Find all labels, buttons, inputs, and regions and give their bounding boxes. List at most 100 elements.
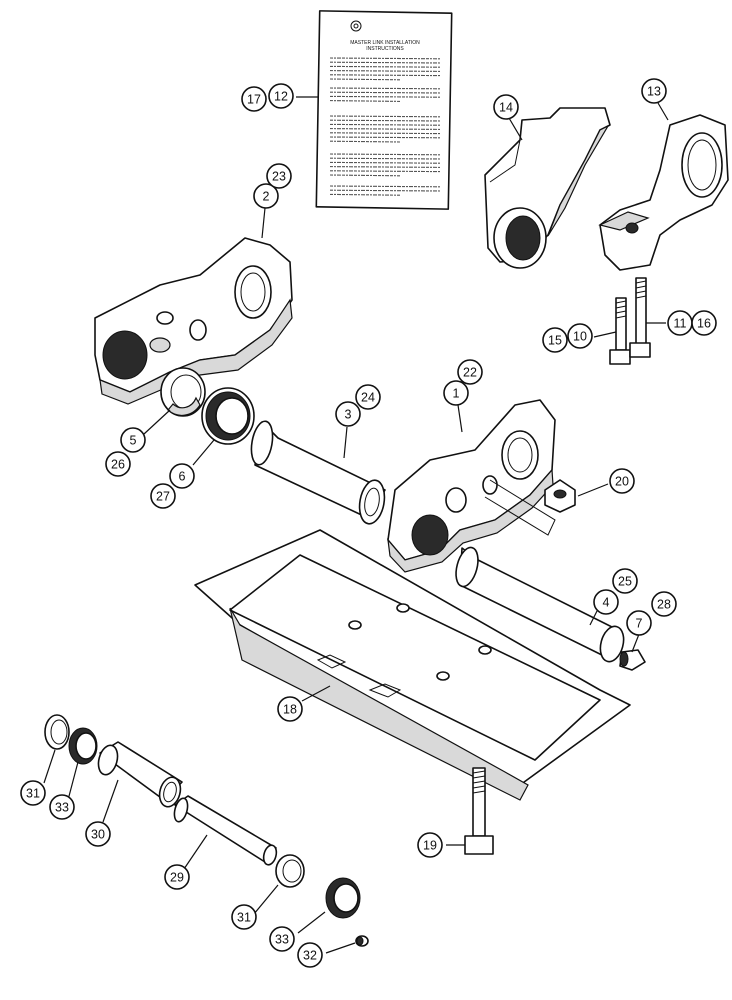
fine-print-line xyxy=(329,170,441,173)
callout-number: 33 xyxy=(275,933,289,947)
fine-print-line xyxy=(329,70,441,72)
part-31-seal-upper xyxy=(44,714,70,750)
callout-circle xyxy=(20,780,46,806)
card-title-line1: MASTER LINK INSTALLATION xyxy=(350,40,420,46)
fine-print-line xyxy=(329,193,401,196)
callout-circle xyxy=(105,451,131,477)
callout-circle xyxy=(641,78,667,104)
callout-circle xyxy=(417,832,443,858)
callout-19: 19 xyxy=(417,832,443,858)
callout-number: 31 xyxy=(26,787,40,801)
callout-number: 27 xyxy=(156,490,170,504)
callout-circle xyxy=(297,942,323,968)
callout-32: 32 xyxy=(297,942,323,968)
callout-number: 29 xyxy=(170,871,184,885)
callout-33: 33 xyxy=(49,794,75,820)
callout-3: 3 xyxy=(335,401,361,427)
callout-circle xyxy=(266,163,292,189)
callout-24: 24 xyxy=(355,384,381,410)
callout-33: 33 xyxy=(269,926,295,952)
callout-27: 27 xyxy=(150,483,176,509)
part-19-bolt xyxy=(464,767,494,855)
callout-number: 19 xyxy=(423,839,437,853)
callout-14: 14 xyxy=(493,94,519,120)
callout-7: 7 xyxy=(626,610,652,636)
callout-number: 18 xyxy=(283,703,297,717)
callout-number: 20 xyxy=(615,475,629,489)
fine-print-line xyxy=(329,87,441,90)
callout-number: 31 xyxy=(237,911,251,925)
callout-circle xyxy=(542,327,568,353)
callout-circle xyxy=(609,468,635,494)
fine-print-line xyxy=(329,153,441,156)
bolt-10 xyxy=(609,297,631,365)
callout-2: 2 xyxy=(253,183,279,209)
part-33-seal-upper xyxy=(68,727,98,765)
callout-circle xyxy=(335,401,361,427)
callout-6: 6 xyxy=(169,463,195,489)
callout-number: 15 xyxy=(548,334,562,348)
callout-number: 14 xyxy=(499,101,513,115)
part-14-master-link-half xyxy=(484,107,611,269)
callout-number: 1 xyxy=(453,387,460,401)
callout-1: 1 xyxy=(443,380,469,406)
callout-circle xyxy=(457,359,483,385)
callout-number: 26 xyxy=(111,458,125,472)
callout-circle xyxy=(443,380,469,406)
fine-print-line xyxy=(329,166,441,168)
callout-circle xyxy=(241,86,267,112)
callout-number: 30 xyxy=(91,828,105,842)
part-30-bushing xyxy=(97,741,183,808)
callout-20: 20 xyxy=(609,468,635,494)
part-5-seal xyxy=(160,367,206,417)
part-29-pin xyxy=(173,795,278,866)
card-title-line2: INSTRUCTIONS xyxy=(366,46,404,52)
fine-print-line xyxy=(329,132,441,135)
callout-circle xyxy=(612,568,638,594)
part-7-plug xyxy=(619,649,646,671)
part-6-seal xyxy=(201,387,255,445)
callout-31: 31 xyxy=(20,780,46,806)
callout-circle xyxy=(691,310,717,336)
callout-circle xyxy=(268,83,294,109)
callout-17: 17 xyxy=(241,86,267,112)
callout-12: 12 xyxy=(268,83,294,109)
part-18-track-shoe xyxy=(194,529,631,801)
callout-number: 11 xyxy=(674,317,687,331)
fine-print-line xyxy=(329,136,441,139)
callout-circle xyxy=(253,183,279,209)
callout-10: 10 xyxy=(567,323,593,349)
callout-circle xyxy=(49,794,75,820)
callout-circle xyxy=(164,864,190,890)
callout-29: 29 xyxy=(164,864,190,890)
fine-print-line xyxy=(329,65,441,68)
callout-circle xyxy=(567,323,593,349)
callout-circle xyxy=(231,904,257,930)
callout-30: 30 xyxy=(85,821,111,847)
part-13-master-link-half xyxy=(598,114,729,271)
callout-circle xyxy=(355,384,381,410)
fine-print-line xyxy=(329,74,441,77)
callout-22: 22 xyxy=(457,359,483,385)
callout-number: 10 xyxy=(573,330,587,344)
fine-print-line xyxy=(329,61,441,64)
instruction-card: MASTER LINK INSTALLATION INSTRUCTIONS xyxy=(315,10,453,210)
part-4-pin xyxy=(455,546,625,663)
callout-circle xyxy=(169,463,195,489)
fine-print-line xyxy=(329,185,441,188)
callout-11: 11 xyxy=(667,310,693,336)
callout-number: 17 xyxy=(247,93,261,107)
callout-circle xyxy=(593,589,619,615)
callout-number: 23 xyxy=(272,170,286,184)
fine-print-line xyxy=(329,119,441,122)
fine-print-line xyxy=(329,140,401,143)
callout-28: 28 xyxy=(651,591,677,617)
callout-number: 12 xyxy=(274,90,288,104)
callout-25: 25 xyxy=(612,568,638,594)
callout-circle xyxy=(150,483,176,509)
callout-number: 22 xyxy=(463,366,477,380)
callout-23: 23 xyxy=(266,163,292,189)
callout-number: 25 xyxy=(618,575,632,589)
callout-number: 13 xyxy=(647,85,661,99)
